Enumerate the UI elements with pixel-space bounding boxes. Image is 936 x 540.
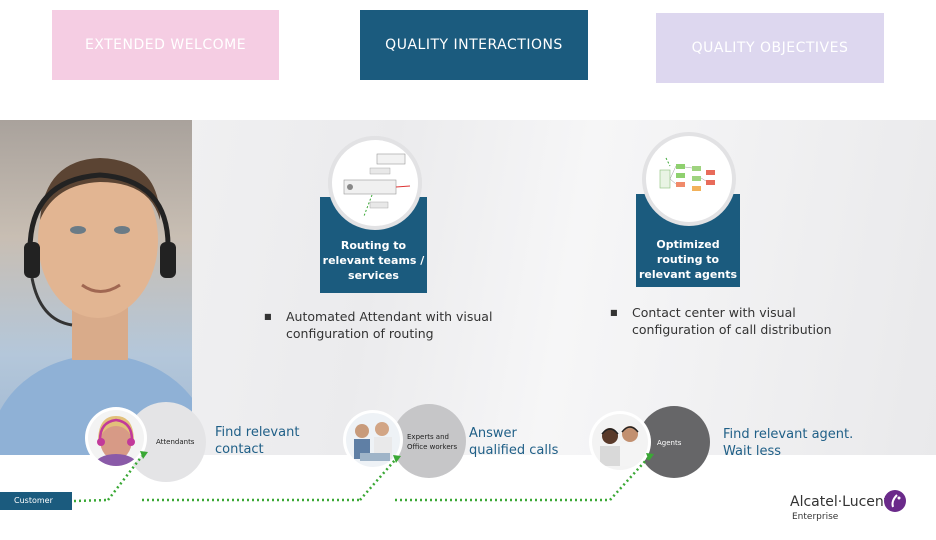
step-find-agent-line-2: Wait less (723, 444, 781, 459)
contact-center-description: Contact center with visual configuration… (632, 304, 832, 338)
experts-label: Experts and Office workers (407, 432, 457, 452)
agents-photo (592, 414, 648, 470)
experts-label-line-2: Office workers (407, 443, 458, 451)
step-find-contact-line-1: Find relevant (215, 425, 300, 440)
contact-center-line-1: Contact center with visual (632, 305, 796, 320)
attendant-bullet: ■ (264, 312, 272, 321)
quality-objectives-box: QUALITY OBJECTIVES (656, 13, 884, 83)
experts-photo (346, 413, 400, 467)
agents-label: Agents (657, 439, 682, 447)
distribution-diagram-icon (646, 136, 732, 222)
step-find-contact-line-2: contact (215, 442, 264, 457)
step-find-agent: Find relevant agent. Wait less (723, 426, 853, 460)
routing-teams-line-3: services (348, 269, 399, 282)
contact-center-bullet: ■ (610, 308, 618, 317)
step-find-contact: Find relevant contact (215, 424, 299, 458)
agents-chip (638, 406, 710, 478)
routing-agents-line-3: relevant agents (638, 268, 738, 281)
extended-welcome-box: EXTENDED WELCOME (52, 10, 279, 80)
quality-interactions-box: QUALITY INTERACTIONS (360, 10, 588, 80)
attendants-label: Attendants (156, 438, 195, 446)
attendant-line-2: configuration of routing (286, 326, 434, 341)
customer-box: Customer (0, 492, 72, 510)
extended-welcome-label: EXTENDED WELCOME (84, 37, 247, 53)
experts-label-line-1: Experts and (407, 433, 449, 441)
routing-diagram-icon-front (332, 140, 418, 226)
attendant-description: Automated Attendant with visual configur… (286, 308, 492, 342)
attendant-line-1: Automated Attendant with visual (286, 309, 493, 324)
logo-brand-text: Alcatel·Lucent (790, 494, 890, 510)
contact-center-line-2: configuration of call distribution (632, 322, 832, 337)
routing-agents-line-2: routing to (656, 253, 720, 266)
experts-chip (392, 404, 466, 478)
routing-teams-line-2: relevant teams / (322, 254, 425, 267)
quality-interactions-label: QUALITY INTERACTIONS (385, 37, 563, 53)
step-answer-calls-line-1: Answer (469, 426, 517, 441)
logo-swirl-icon (884, 490, 906, 512)
routing-teams-line-1: Routing to (340, 239, 407, 252)
routing-agents-card: Optimized routing to relevant agents (636, 194, 740, 287)
attendant-photo (88, 410, 144, 466)
routing-agents-line-1: Optimized (656, 238, 720, 251)
step-answer-calls: Answer qualified calls (469, 425, 558, 459)
alcatel-lucent-logo: Alcatel·Lucent Enterprise (790, 490, 920, 530)
logo-sub-text: Enterprise (792, 512, 839, 522)
step-find-agent-line-1: Find relevant agent. (723, 427, 854, 442)
step-answer-calls-line-2: qualified calls (469, 443, 559, 458)
customer-label: Customer (14, 496, 53, 505)
quality-objectives-label: QUALITY OBJECTIVES (691, 40, 849, 56)
